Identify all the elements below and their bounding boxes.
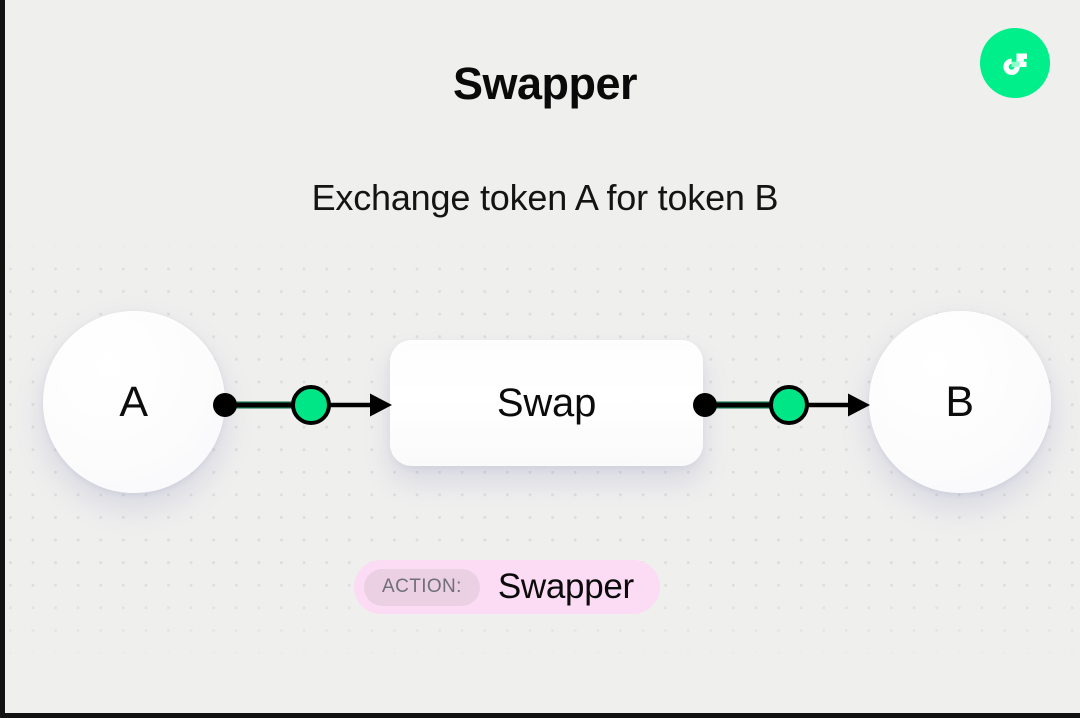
page-subtitle: Exchange token A for token B (311, 177, 779, 218)
action-badge: ACTION: Swapper (354, 560, 660, 614)
edge-swap-to-b (690, 383, 870, 427)
token-node-a-label: A (119, 377, 149, 426)
edge-a-to-swap (210, 383, 392, 427)
token-node-a[interactable]: A (43, 311, 225, 493)
swap-process-node[interactable]: Swap (390, 340, 703, 466)
action-badge-value: Swapper (497, 567, 634, 606)
action-badge-key: ACTION: (364, 568, 480, 606)
token-node-b[interactable]: B (869, 311, 1051, 493)
flow-logo-icon (980, 28, 1050, 98)
swap-process-label: Swap (496, 380, 597, 425)
token-node-b-label: B (945, 377, 975, 426)
page-title: Swapper (452, 58, 638, 109)
